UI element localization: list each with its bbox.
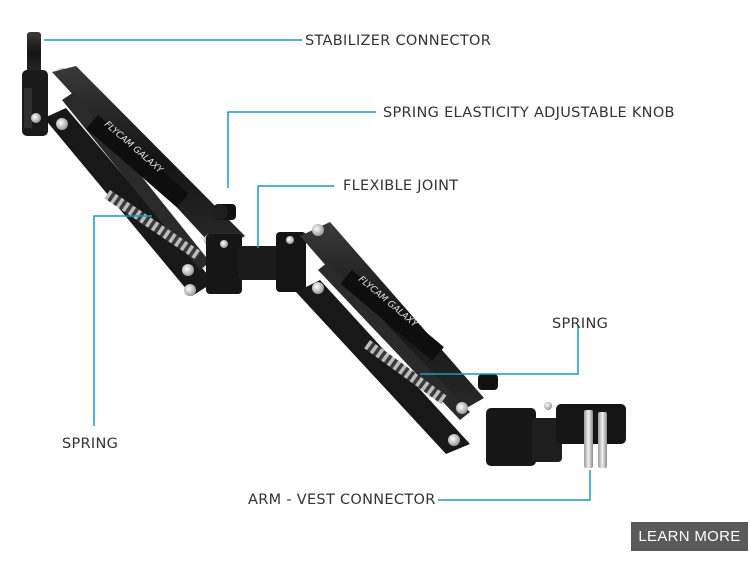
label-flexible-joint: FLEXIBLE JOINT xyxy=(343,178,459,194)
callout-line-spring-right xyxy=(420,326,579,375)
upper-arm-brand-plate xyxy=(86,115,189,208)
arm-vest-connector xyxy=(486,402,626,468)
lower-arm-brand-plate xyxy=(340,270,444,361)
callout-line-flexible-joint xyxy=(257,185,334,248)
label-stabilizer-connector: STABILIZER CONNECTOR xyxy=(305,33,492,49)
spring-knob-lower xyxy=(478,374,498,390)
label-spring-left: SPRING xyxy=(62,436,119,452)
lower-arm: FLYCAM GALAXY xyxy=(296,222,484,454)
callout-line-arm-vest xyxy=(438,470,591,501)
label-spring-right: SPRING xyxy=(552,316,609,332)
upper-arm: FLYCAM GALAXY xyxy=(44,66,245,296)
label-arm-vest-connector: ARM - VEST CONNECTOR xyxy=(248,492,436,508)
learn-more-button[interactable]: LEARN MORE xyxy=(631,522,748,551)
upper-spring xyxy=(104,190,202,260)
callout-line-spring-left xyxy=(93,215,152,426)
label-spring-knob: SPRING ELASTICITY ADJUSTABLE KNOB xyxy=(383,105,675,121)
flexible-joint xyxy=(206,232,306,294)
callout-lines xyxy=(44,39,591,501)
spring-knob-upper xyxy=(212,204,236,220)
lower-spring xyxy=(364,340,447,404)
callout-line-knob xyxy=(227,111,376,188)
